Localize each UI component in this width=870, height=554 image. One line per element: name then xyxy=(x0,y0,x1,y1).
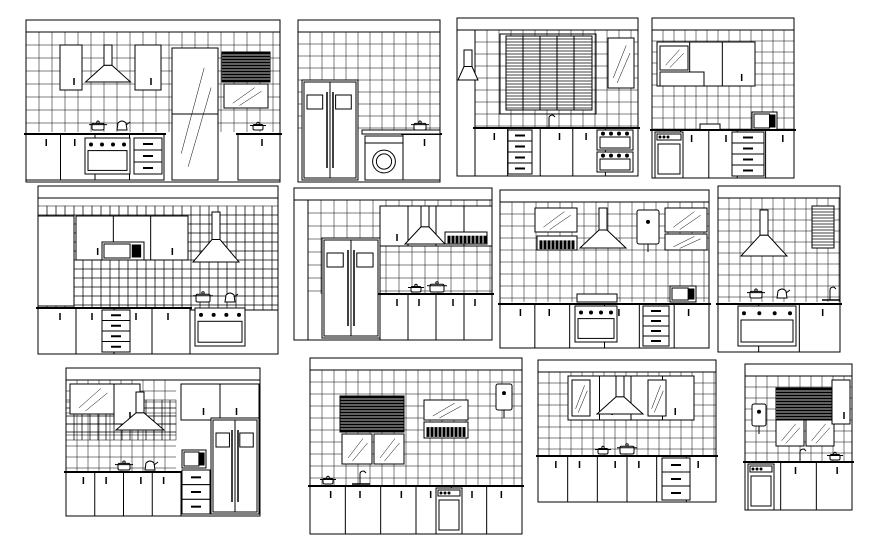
upper-cabinets xyxy=(180,383,260,421)
water-heater xyxy=(636,209,660,252)
glass-cabinet-left xyxy=(571,379,591,417)
drawers xyxy=(181,469,211,515)
window-blinds xyxy=(775,387,833,421)
kitchen-elevation-11 xyxy=(536,359,718,503)
base-cabinets xyxy=(401,133,442,181)
kitchen-elevation-2 xyxy=(297,19,442,183)
glass-cabinet-right xyxy=(647,379,667,417)
range-hood xyxy=(578,207,628,249)
kitchen-elevation-8 xyxy=(716,185,842,353)
glass-cabinet xyxy=(659,45,689,71)
side-by-side-refrigerator xyxy=(210,417,260,515)
kitchen-elevation-3 xyxy=(456,17,640,177)
dishwasher xyxy=(747,463,775,511)
base-cabinets xyxy=(64,471,183,517)
microwave xyxy=(751,111,778,131)
drawers xyxy=(133,137,163,175)
kitchen-elevation-5 xyxy=(36,185,279,355)
oven xyxy=(596,151,634,173)
glass-cabinet xyxy=(607,37,635,89)
window-pane-right xyxy=(805,419,835,447)
oven xyxy=(84,137,131,175)
sink-faucet xyxy=(352,470,370,485)
drawers xyxy=(731,131,765,177)
base-cabinets xyxy=(378,293,494,341)
pot xyxy=(89,120,107,131)
kitchen-elevation-10 xyxy=(308,357,524,535)
dish-rack xyxy=(536,235,578,251)
side-by-side-refrigerator xyxy=(321,237,381,339)
range-hood xyxy=(114,391,166,431)
oven xyxy=(574,305,618,343)
microwave xyxy=(181,449,207,469)
upper-cabinets xyxy=(831,379,851,425)
pot xyxy=(115,460,133,471)
glass-cabinet-right xyxy=(664,207,708,233)
kitchen-elevation-6 xyxy=(293,187,494,341)
pot xyxy=(193,291,213,303)
range-hood xyxy=(739,209,789,257)
drawers xyxy=(101,309,131,353)
base-cabinets xyxy=(536,455,718,503)
pot xyxy=(747,288,765,299)
kitchen-elevation-4 xyxy=(650,17,796,179)
oven xyxy=(737,305,797,347)
kettle xyxy=(144,460,159,471)
kitchen-elevation-1 xyxy=(24,19,282,183)
microwave xyxy=(101,241,145,261)
pot xyxy=(411,120,429,131)
kitchen-elevation-12 xyxy=(743,363,854,511)
side-by-side-refrigerator xyxy=(301,79,359,181)
glass-cabinet xyxy=(69,383,115,415)
dishwasher xyxy=(435,487,463,535)
glass-cabinet-lower xyxy=(664,233,708,251)
kitchen-elevation-9 xyxy=(64,367,261,517)
glass-cabinet-left xyxy=(534,207,578,233)
range-hood xyxy=(84,44,132,83)
dishwasher xyxy=(654,131,684,179)
range-hood xyxy=(457,49,479,81)
drawers xyxy=(642,305,670,347)
water-heater xyxy=(495,383,513,418)
washing-machine xyxy=(364,135,404,181)
window-blinds xyxy=(339,395,405,433)
microwave xyxy=(669,285,697,303)
window-pane-left xyxy=(341,433,373,465)
upper-cabinets xyxy=(59,44,83,91)
kitchen-elevation-7 xyxy=(498,189,711,349)
kettle xyxy=(224,292,239,303)
pot xyxy=(408,283,424,293)
drawers xyxy=(661,457,691,501)
pot xyxy=(595,445,611,455)
range-hood xyxy=(191,211,241,263)
dish-rack xyxy=(444,231,488,245)
base-cabinets xyxy=(308,485,524,535)
oven xyxy=(596,129,634,151)
window-pane-right xyxy=(373,433,405,465)
pot xyxy=(320,475,336,485)
kettle xyxy=(776,288,791,299)
glass-cabinet xyxy=(423,399,469,421)
wall-cabinet xyxy=(223,83,269,109)
window-blinds xyxy=(811,205,835,249)
pot xyxy=(617,443,637,455)
water-heater xyxy=(751,403,767,434)
oven xyxy=(194,307,246,347)
window-blinds xyxy=(221,51,271,83)
kettle xyxy=(116,120,131,131)
base-cabinets xyxy=(236,133,282,181)
pot xyxy=(827,451,843,461)
wall-tiles xyxy=(310,370,522,486)
drawers xyxy=(507,129,533,175)
upper-cabinets xyxy=(134,44,162,91)
window-pane-left xyxy=(775,419,805,447)
dish-rack xyxy=(423,421,469,439)
window-blinds xyxy=(505,35,593,111)
sink-faucet xyxy=(822,286,840,301)
range-hood xyxy=(595,375,645,415)
pot xyxy=(427,281,447,293)
pot xyxy=(250,121,266,131)
